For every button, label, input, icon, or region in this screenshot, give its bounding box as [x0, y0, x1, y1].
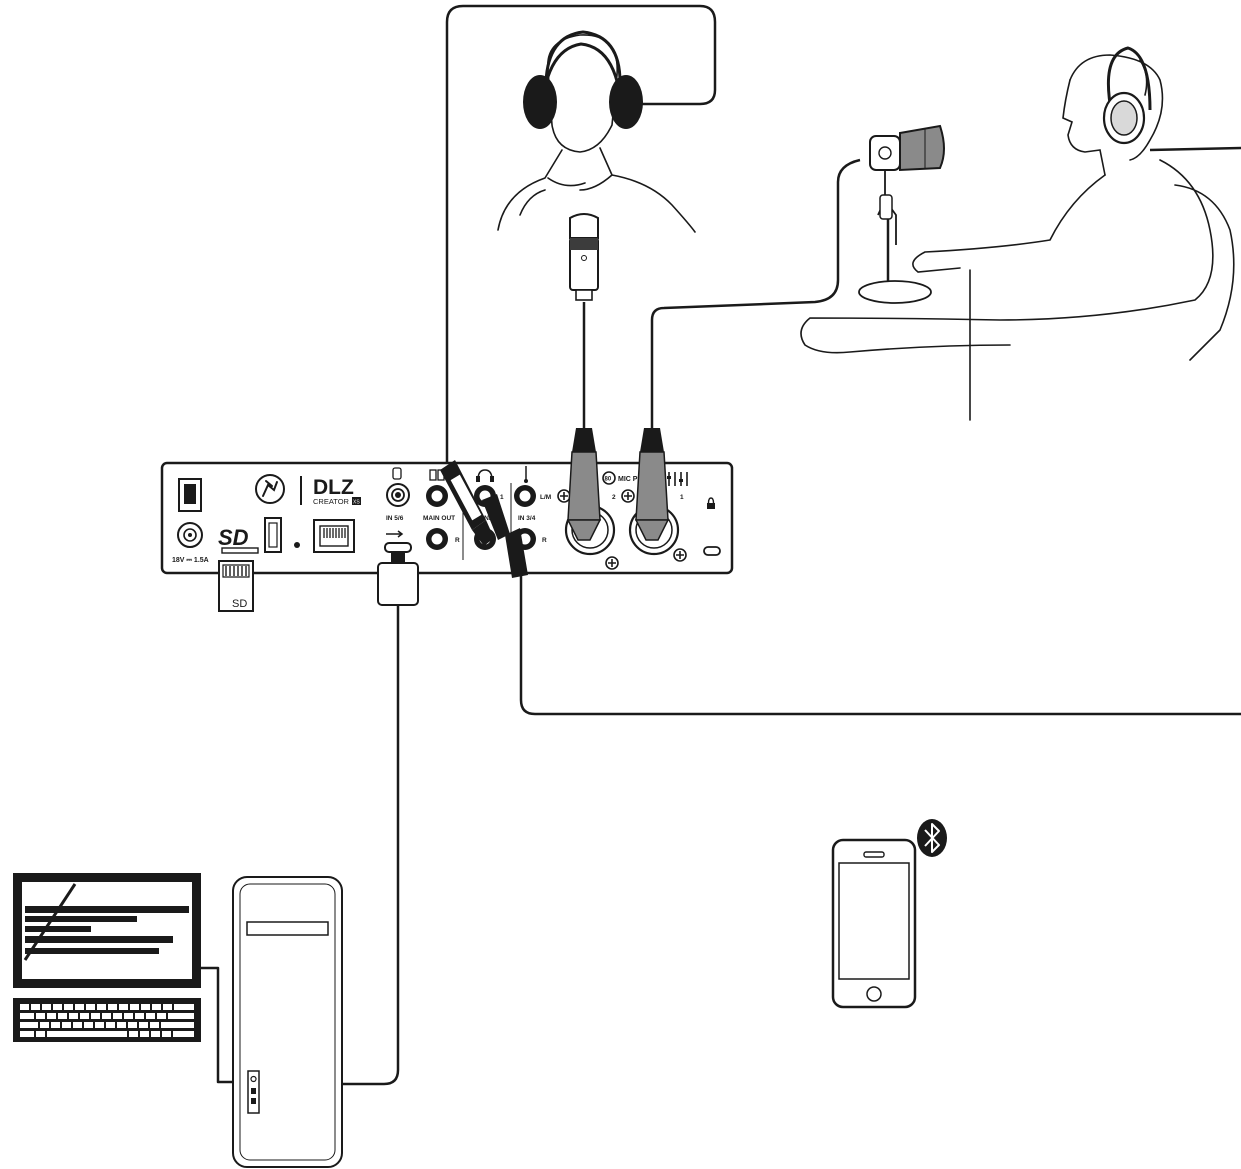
usb-cable	[340, 603, 398, 1084]
kensington-slot[interactable]	[704, 547, 720, 555]
usb-c-port[interactable]	[385, 543, 411, 552]
phones-return-cable	[521, 560, 1241, 714]
in-5-6-label: IN 5/6	[386, 515, 404, 522]
status-led	[294, 542, 300, 548]
power-rating-label: 18V ⎓ 1.5A	[172, 557, 209, 564]
monitor-cable	[201, 968, 236, 1082]
brand-label: DLZ	[313, 476, 354, 499]
guest-person	[498, 35, 695, 232]
mackie-logo-icon	[256, 475, 284, 503]
host-mic-cable	[652, 160, 860, 430]
in-3-4-lm-jack[interactable]	[514, 485, 536, 507]
host-headphones	[1104, 48, 1150, 143]
smartphone	[833, 840, 915, 1007]
host-person	[801, 55, 1234, 420]
mic-pre-badge-label: 80	[605, 477, 612, 483]
host-headphone-cable	[1150, 148, 1241, 150]
main-out-r-label: R	[455, 537, 460, 544]
mic-2-label: 2	[612, 494, 616, 501]
monitor	[13, 873, 201, 988]
keyboard	[13, 998, 201, 1042]
sd-slot[interactable]	[222, 548, 258, 553]
in-3-4-r-label: R	[542, 537, 547, 544]
power-jack[interactable]	[178, 523, 202, 547]
main-out-r-jack[interactable]	[426, 528, 448, 550]
mic-1-label: 1	[680, 494, 684, 501]
xlr-plug-mic-2	[568, 428, 600, 540]
dynamic-mic	[859, 126, 944, 303]
xlr-plug-mic-1	[636, 428, 668, 540]
main-out-l-jack[interactable]	[426, 485, 448, 507]
sd-logo: SD	[218, 525, 249, 550]
model-badge-label: XS	[353, 500, 360, 506]
in-3-4-label: IN 3/4	[518, 515, 536, 522]
main-out-label: MAIN OUT	[423, 515, 455, 522]
power-switch-icon[interactable]	[179, 479, 201, 511]
usb-a-port[interactable]	[265, 518, 281, 552]
sd-card-label: SD	[232, 598, 247, 610]
phones-1-label: 1	[500, 494, 504, 501]
ethernet-port-icon[interactable]	[314, 520, 354, 552]
bluetooth-icon	[917, 819, 947, 857]
model-label: CREATOR	[313, 497, 350, 506]
desktop-computer	[233, 877, 342, 1167]
condenser-mic	[570, 214, 598, 300]
in-3-4-lm-label: L/M	[540, 494, 551, 501]
